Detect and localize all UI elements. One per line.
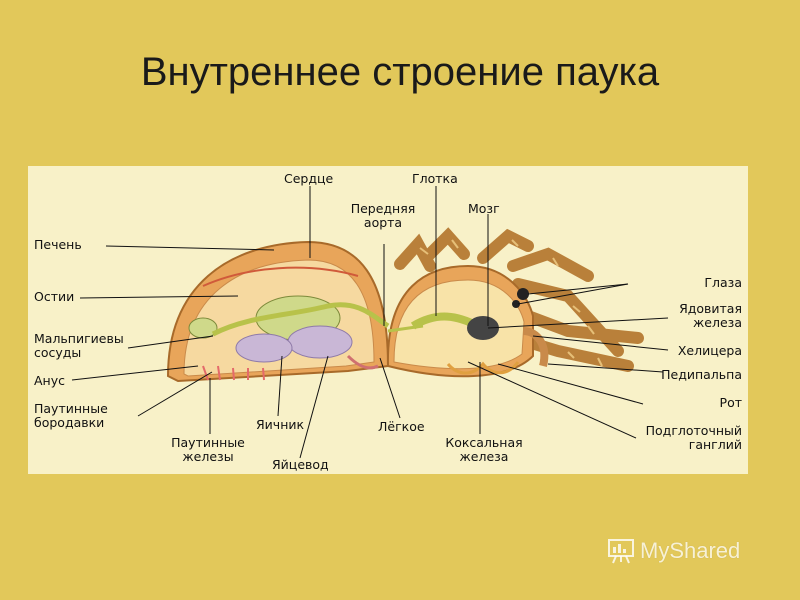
label-glaza: Глаза (668, 276, 742, 290)
label-pautinnye-zhelezy: Паутинные железы (166, 436, 250, 464)
logo-text: MyShared (640, 538, 740, 564)
label-yaytsevod: Яйцевод (272, 458, 329, 472)
label-pechen: Печень (34, 238, 82, 252)
label-malpigievy-sosudy: Мальпигиевы сосуды (34, 332, 134, 360)
label-podglotochny-gangliy: Подглоточный ганглий (628, 424, 742, 452)
slide-title: Внутреннее строение паука (0, 50, 800, 95)
label-yaichnik: Яичник (256, 418, 304, 432)
label-mozg: Мозг (468, 202, 500, 216)
label-khelitsera: Хелицера (648, 344, 742, 358)
presentation-board-icon (606, 536, 636, 566)
abdomen (168, 242, 388, 381)
label-glotka: Глотка (412, 172, 458, 186)
spider-anatomy-diagram: Сердце Глотка Передняя аорта Мозг Печень… (28, 166, 748, 474)
label-legkoe: Лёгкое (378, 420, 425, 434)
label-pautinnye-borodavki: Паутинные бородавки (34, 402, 120, 430)
label-serdtse: Сердце (284, 172, 333, 186)
myshared-logo: MyShared (606, 536, 740, 566)
label-yadovitaya-zheleza: Ядовитая железа (648, 302, 742, 330)
label-koksalnaya-zheleza: Коксальная железа (442, 436, 526, 464)
label-anus: Анус (34, 374, 65, 388)
label-perednyaya-aorta: Передняя аорта (346, 202, 420, 230)
label-ostii: Остии (34, 290, 74, 304)
label-pedipalpa: Педипальпа (628, 368, 742, 382)
label-rot: Рот (668, 396, 742, 410)
